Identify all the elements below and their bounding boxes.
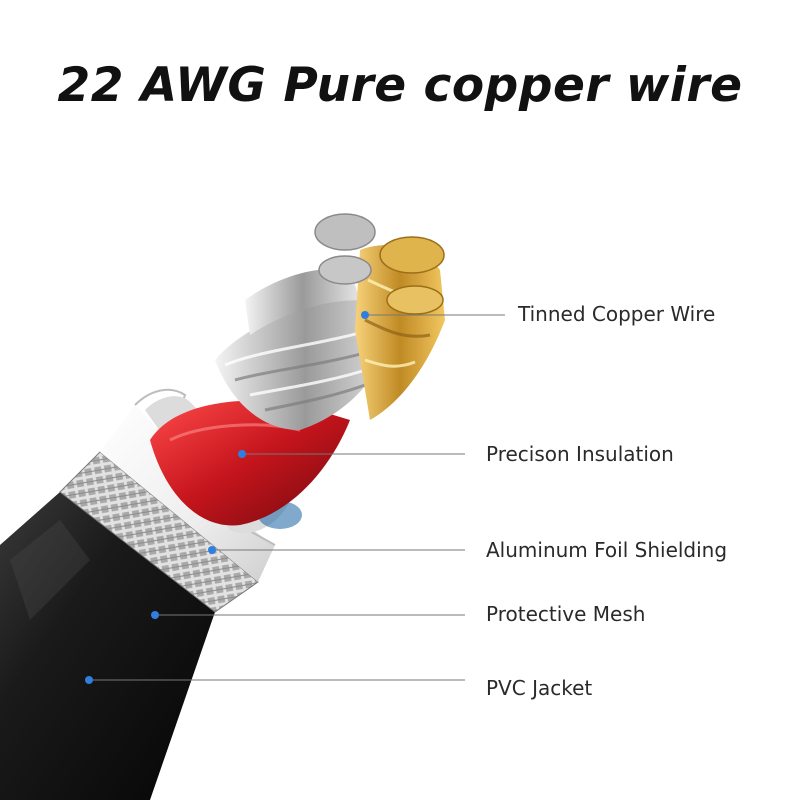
pointer-dot-foil	[208, 546, 216, 554]
callout-pvc-jacket: PVC Jacket	[486, 676, 593, 700]
callout-protective-mesh: Protective Mesh	[486, 602, 646, 626]
pointer-dot-tinned-copper	[361, 311, 369, 319]
callout-tinned-copper-wire: Tinned Copper Wire	[518, 302, 716, 326]
callout-aluminum-foil-shielding: Aluminum Foil Shielding	[486, 538, 728, 562]
pointer-dot-insulation	[238, 450, 246, 458]
callout-precision-insulation: Precison Insulation	[486, 442, 674, 466]
pointer-dot-mesh	[151, 611, 159, 619]
protective-mesh	[60, 452, 258, 612]
pvc-jacket	[0, 492, 215, 800]
red-insulation	[150, 400, 350, 526]
pointer-dot-jacket	[85, 676, 93, 684]
tinned-copper-strands	[215, 268, 395, 430]
silver-strand-bundle	[314, 213, 376, 285]
gold-strand-bundle	[379, 236, 445, 315]
page-title: 22 AWG Pure copper wire	[57, 58, 743, 113]
